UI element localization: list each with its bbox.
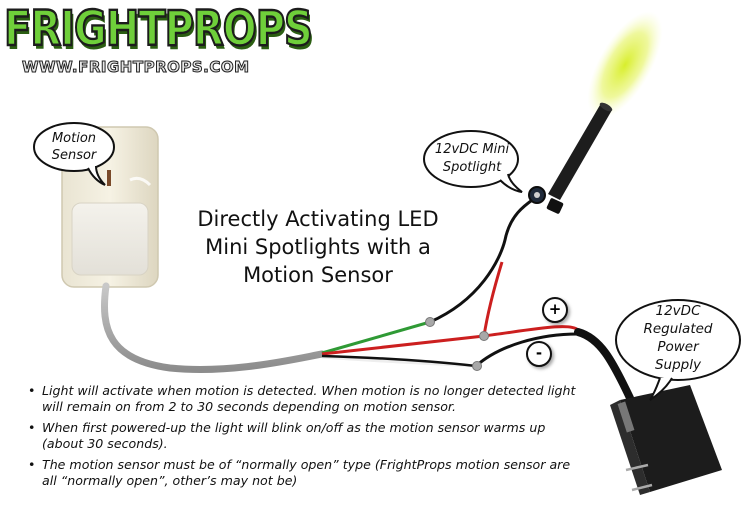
note-item: Light will activate when motion is detec… <box>28 383 588 414</box>
sensor-cable <box>100 282 326 373</box>
wire-black-spotlight <box>429 196 536 324</box>
logo-url: WWW.FRIGHTPROPS.COM <box>22 58 250 77</box>
junction-green-black <box>425 317 435 327</box>
wire-black-power <box>475 332 579 368</box>
note-item: The motion sensor must be of “normally o… <box>28 457 588 488</box>
spotlight-icon <box>528 11 663 214</box>
spotlight-label: 12vDC Mini Spotlight <box>434 142 510 175</box>
spotlight-bubble <box>423 130 523 193</box>
notes-list: Light will activate when motion is detec… <box>28 383 588 494</box>
logo-brand-name: FRIGHTPROPS <box>3 1 314 59</box>
wire-red-power <box>483 325 580 338</box>
wire-red-spotlight <box>482 261 504 337</box>
junction-red <box>479 331 489 341</box>
motion-sensor-label: Motion Sensor <box>51 131 97 163</box>
frightprops-logo: FRIGHTPROPS WWW.FRIGHTPROPS.COM <box>3 1 314 80</box>
power-supply-bubble <box>615 299 741 401</box>
wire-black-sensor <box>321 354 477 368</box>
junction-black <box>472 361 482 371</box>
negative-polarity-badge: - <box>526 341 552 367</box>
power-cable <box>574 328 634 402</box>
power-adapter-icon <box>610 385 722 495</box>
diagram-title: Directly Activating LED Mini Spotlights … <box>197 207 439 287</box>
wire-red-sensor <box>321 334 485 356</box>
positive-polarity-badge: + <box>542 297 568 323</box>
power-supply-label: 12vDC Regulated Power Supply <box>643 303 713 373</box>
note-item: When first powered-up the light will bli… <box>28 420 588 451</box>
wire-green <box>321 320 431 355</box>
motion-sensor-bubble <box>33 122 115 186</box>
